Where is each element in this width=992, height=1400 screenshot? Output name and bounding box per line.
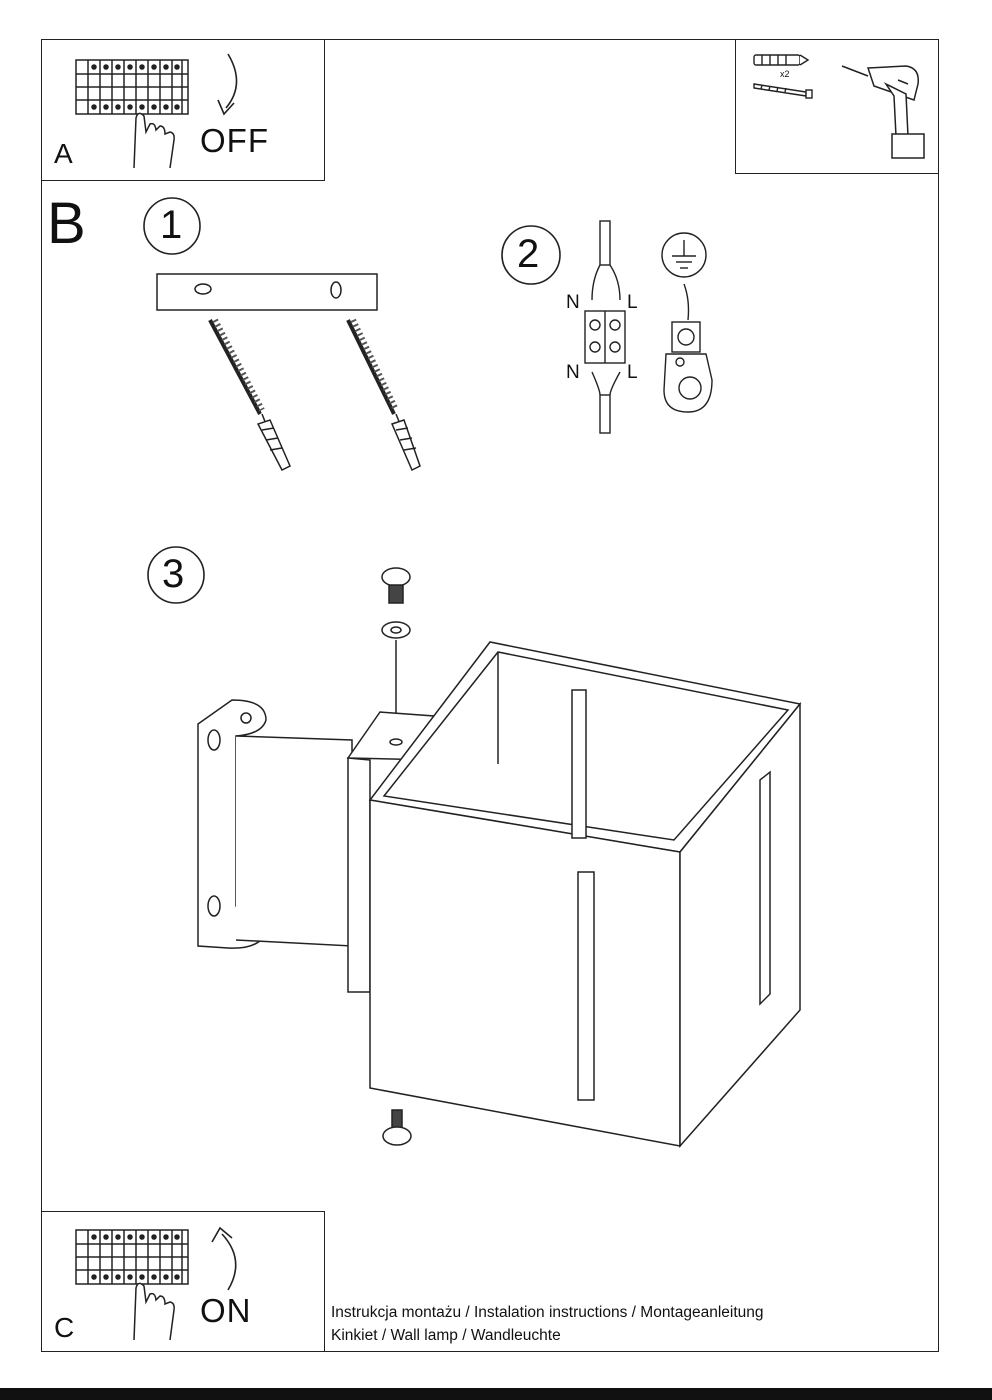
caption-instructions: Instrukcja montażu / Instalation instruc… xyxy=(331,1304,764,1321)
screw-icon xyxy=(753,83,813,99)
step-2-number: 2 xyxy=(517,232,540,276)
step-3-number: 3 xyxy=(162,552,185,596)
drill-icon xyxy=(841,65,925,159)
live-label-top: L xyxy=(627,292,638,313)
caption-product: Kinkiet / Wall lamp / Wandleuchte xyxy=(331,1327,561,1344)
wall-plug-icon xyxy=(753,54,810,66)
live-label-bottom: L xyxy=(627,362,638,383)
on-label: ON xyxy=(200,1292,252,1329)
off-label: OFF xyxy=(200,122,269,159)
neutral-label-top: N xyxy=(566,292,580,313)
page-frame xyxy=(41,39,939,1352)
bottom-bar xyxy=(0,1388,992,1400)
panel-a-power-off: OFF A xyxy=(41,39,325,181)
neutral-label-bottom: N xyxy=(566,362,580,383)
circuit-breaker-on-icon xyxy=(75,1226,237,1341)
quantity-label: x2 xyxy=(780,69,790,79)
panel-tools: x2 xyxy=(735,39,939,174)
panel-c-power-on: ON C xyxy=(41,1211,325,1352)
step-1-number: 1 xyxy=(160,203,183,247)
section-c-letter: C xyxy=(54,1312,75,1343)
circuit-breaker-off-icon xyxy=(75,53,238,169)
top-screw-head xyxy=(381,567,411,587)
section-a-letter: A xyxy=(54,138,73,169)
section-b-letter: B xyxy=(47,191,86,256)
